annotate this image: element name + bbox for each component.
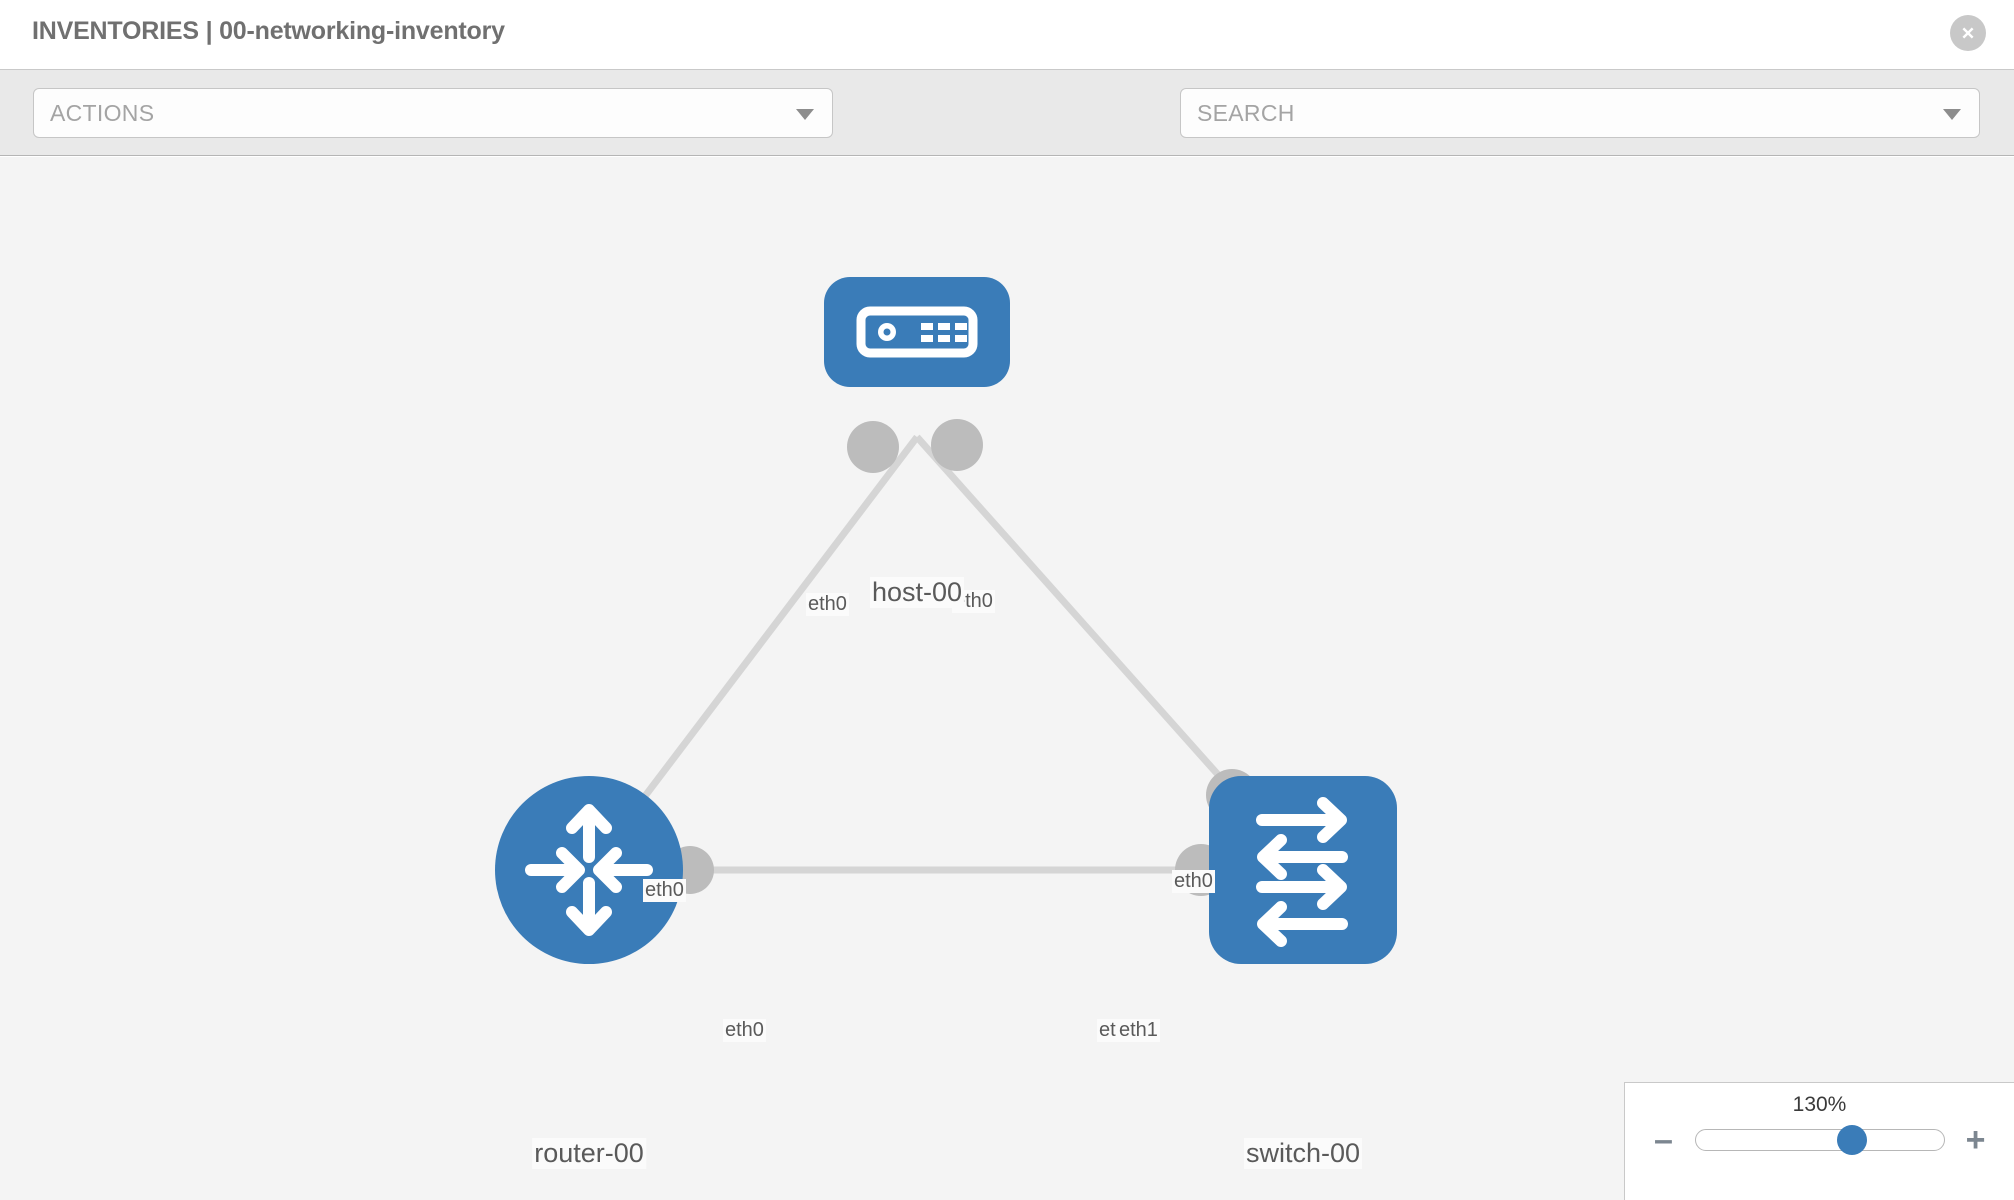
page-title: INVENTORIES | 00-networking-inventory [32, 17, 505, 45]
node-switch-00[interactable] [1209, 776, 1397, 964]
zoom-level-label: 130% [1792, 1093, 1847, 1116]
chevron-down-icon [796, 109, 814, 120]
node-label-router: router-00 [532, 1138, 646, 1169]
switch-icon [1256, 797, 1348, 947]
page-header: INVENTORIES | 00-networking-inventory [0, 0, 2014, 70]
search-placeholder-label: SEARCH [1197, 99, 1295, 126]
port-label: eth1 [1117, 1019, 1160, 1042]
search-input[interactable]: SEARCH [1180, 88, 1980, 138]
port-nub [847, 421, 899, 473]
port-label: eth0 [723, 1019, 766, 1042]
zoom-out-button[interactable]: – [1654, 1121, 1673, 1159]
chevron-down-icon [1943, 109, 1961, 120]
topology-graph [495, 277, 1397, 964]
toolbar: ACTIONS SEARCH [0, 70, 2014, 198]
port-nub [931, 419, 983, 471]
topology-canvas[interactable]: eth0 eth0 eth0 eth0 eth0 eth eth1 host-0… [0, 157, 2014, 1200]
server-icon [856, 306, 978, 358]
link-layer [586, 434, 1306, 874]
zoom-in-button[interactable]: + [1965, 1121, 1986, 1159]
port-label: eth0 [643, 879, 686, 902]
actions-dropdown[interactable]: ACTIONS [33, 88, 833, 138]
zoom-slider-track[interactable] [1694, 1125, 1945, 1155]
port-label: eth0 [1172, 870, 1215, 893]
node-router-00[interactable] [495, 776, 683, 964]
actions-dropdown-label: ACTIONS [50, 99, 155, 126]
node-label-switch: switch-00 [1243, 1138, 1363, 1169]
port-label: eth0 [806, 593, 849, 616]
zoom-control-panel: 130% – + [1624, 1082, 2014, 1200]
node-host-00[interactable] [824, 277, 1010, 387]
router-icon [525, 804, 653, 936]
node-label-host: host-00 [869, 577, 965, 608]
zoom-slider-thumb[interactable] [1836, 1125, 1867, 1155]
close-icon[interactable] [1950, 15, 1986, 51]
